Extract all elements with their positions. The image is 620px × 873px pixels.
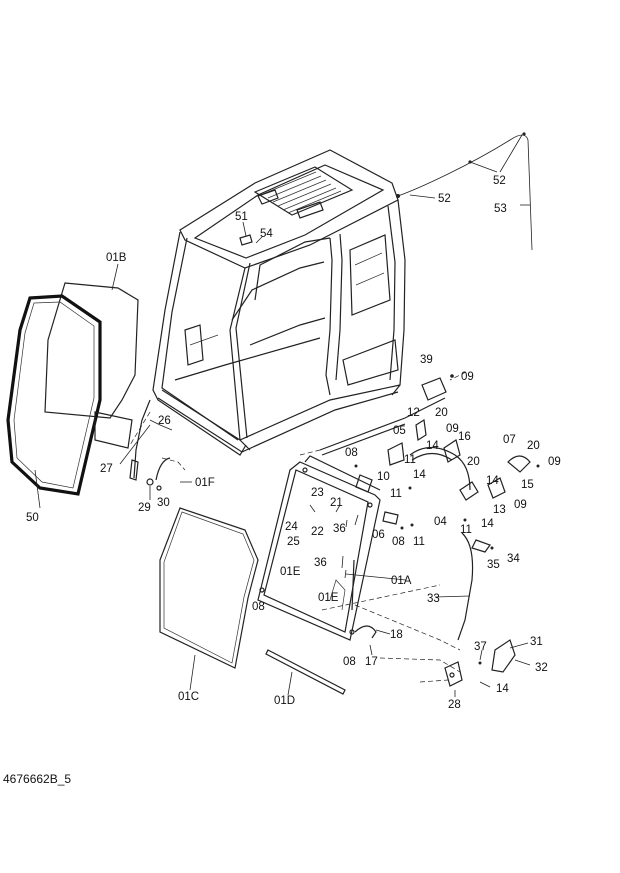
callout-26: 26 — [158, 415, 171, 427]
callout-36a: 36 — [333, 523, 346, 535]
callout-08c: 08 — [252, 601, 265, 613]
callout-09c: 09 — [548, 456, 561, 468]
door-rail-hinges — [299, 371, 540, 550]
callout-22: 22 — [311, 526, 324, 538]
door-rod-and-lock — [444, 532, 531, 697]
callout-14c: 14 — [486, 475, 499, 487]
callout-27: 27 — [100, 463, 113, 475]
callout-20b: 20 — [467, 456, 480, 468]
callout-21: 21 — [330, 497, 343, 509]
callout-31: 31 — [530, 636, 543, 648]
callout-08b: 08 — [392, 536, 405, 548]
handle-17-18 — [354, 625, 391, 656]
callout-17: 17 — [365, 656, 378, 668]
part-51-54 — [239, 221, 263, 246]
callout-14d: 14 — [481, 518, 494, 530]
callout-50: 50 — [26, 512, 39, 524]
callout-29: 29 — [138, 502, 151, 514]
callout-36b: 36 — [314, 557, 327, 569]
callout-01B: 01B — [106, 252, 127, 264]
door-glass-01C — [159, 507, 259, 691]
door-frame-01A — [257, 455, 381, 641]
callout-15: 15 — [521, 479, 534, 491]
callout-09a: 09 — [461, 371, 474, 383]
leader-lines — [309, 504, 471, 683]
callout-08d: 08 — [343, 656, 356, 668]
callout-11c: 11 — [460, 524, 472, 536]
callout-11b: 11 — [390, 488, 402, 500]
callout-12: 12 — [407, 407, 420, 419]
drawing-code: 4676662B_5 — [3, 772, 71, 786]
callout-05: 05 — [393, 425, 406, 437]
callout-52a: 52 — [493, 175, 506, 187]
callout-01A: 01A — [391, 575, 412, 587]
callout-35: 35 — [487, 559, 500, 571]
callout-24: 24 — [285, 521, 298, 533]
door-strip-01D — [265, 649, 346, 696]
callout-10: 10 — [377, 471, 390, 483]
callout-11d: 11 — [413, 536, 425, 548]
callout-28: 28 — [448, 699, 461, 711]
callout-06: 06 — [372, 529, 385, 541]
callout-20a: 20 — [435, 407, 448, 419]
callout-01F: 01F — [195, 477, 215, 489]
callout-34: 34 — [507, 553, 520, 565]
callout-32: 32 — [535, 662, 548, 674]
callout-11a: 11 — [404, 454, 416, 466]
callout-09d: 09 — [514, 499, 527, 511]
callout-23: 23 — [311, 487, 324, 499]
callout-01C: 01C — [178, 691, 199, 703]
callout-labels: 51 54 52 52 53 01B 26 27 50 29 30 01F 39… — [26, 175, 561, 711]
callout-18: 18 — [390, 629, 403, 641]
callout-13: 13 — [493, 504, 506, 516]
antenna-wire — [396, 132, 533, 251]
callout-30: 30 — [157, 497, 170, 509]
callout-14b: 14 — [413, 469, 426, 481]
callout-53: 53 — [494, 203, 507, 215]
callout-09b: 09 — [446, 423, 459, 435]
callout-25: 25 — [287, 536, 300, 548]
callout-04: 04 — [434, 516, 447, 528]
callout-16: 16 — [458, 431, 471, 443]
callout-01D: 01D — [274, 695, 295, 707]
callout-33: 33 — [427, 593, 440, 605]
callout-54: 54 — [260, 228, 273, 240]
rear-glass-and-seal — [6, 263, 151, 509]
callout-01E-b: 01E — [318, 592, 339, 604]
part-29-30 — [146, 457, 192, 500]
callout-52b: 52 — [438, 193, 451, 205]
callout-14a: 14 — [426, 440, 439, 452]
callout-51: 51 — [235, 211, 248, 223]
callout-07: 07 — [503, 434, 516, 446]
callout-20c: 20 — [527, 440, 540, 452]
callout-39: 39 — [420, 354, 433, 366]
cab-frame — [129, 149, 406, 481]
callout-08a: 08 — [345, 447, 358, 459]
callout-14e: 14 — [496, 683, 509, 695]
callout-01E-a: 01E — [280, 566, 301, 578]
callout-37: 37 — [474, 641, 487, 653]
